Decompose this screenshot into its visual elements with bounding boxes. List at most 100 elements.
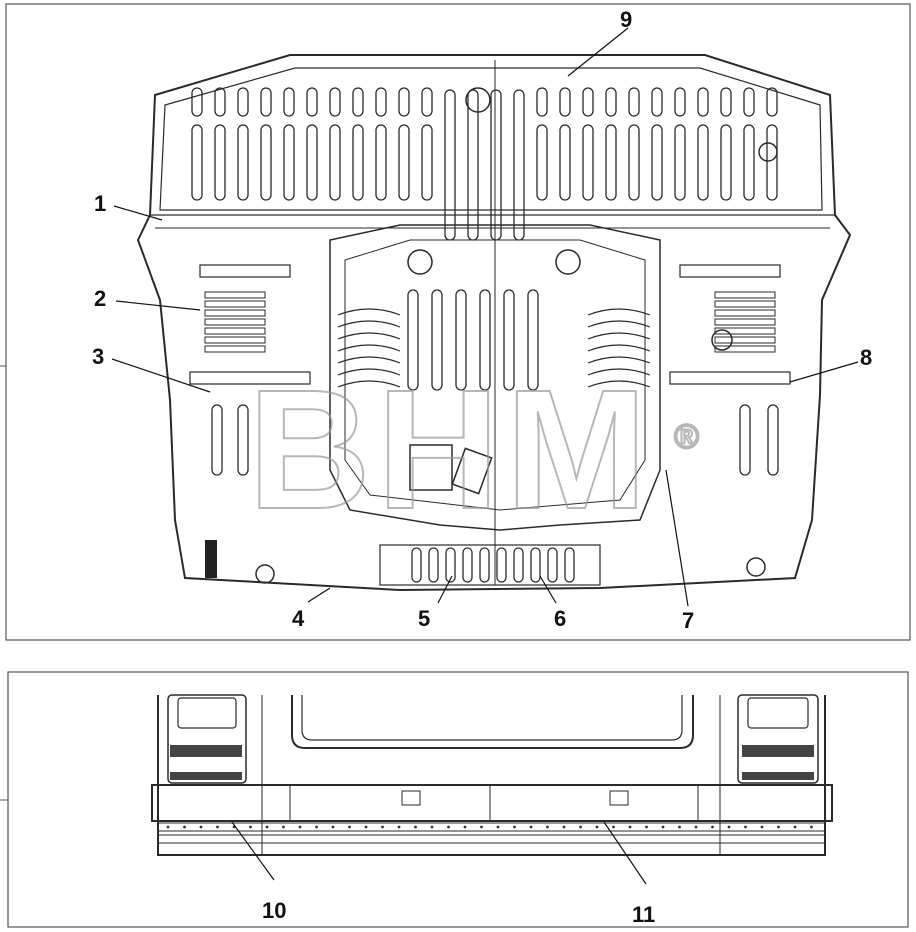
floor-rib bbox=[530, 547, 541, 583]
weld-point bbox=[496, 825, 500, 829]
weld-point bbox=[546, 825, 549, 829]
front-panel bbox=[379, 544, 601, 586]
floor-rib bbox=[697, 124, 709, 201]
floor-inner-outline bbox=[159, 67, 823, 211]
floor-rib bbox=[455, 289, 467, 391]
floor-rib bbox=[605, 87, 617, 117]
floor-rib bbox=[582, 87, 594, 117]
drain-hole bbox=[746, 557, 766, 577]
floor-outline bbox=[136, 54, 852, 592]
upper-panel-frame bbox=[5, 3, 911, 641]
side-rib bbox=[204, 291, 266, 299]
seat-rail bbox=[199, 264, 291, 278]
floor-rib bbox=[214, 124, 226, 201]
callout-9: 9 bbox=[620, 7, 632, 32]
drain-hole bbox=[555, 249, 581, 275]
weld-point bbox=[348, 825, 351, 829]
side-rib bbox=[204, 327, 266, 335]
crossmember-tab bbox=[609, 790, 629, 806]
arch-rib bbox=[587, 368, 651, 376]
floor-rib bbox=[306, 87, 318, 117]
floor-rib bbox=[547, 547, 558, 583]
rear-floor-ribs bbox=[191, 87, 778, 241]
weld-point bbox=[199, 825, 203, 829]
floor-rib bbox=[211, 404, 223, 476]
floor-rib bbox=[445, 547, 456, 583]
callout-8: 8 bbox=[860, 345, 872, 370]
drain-hole bbox=[758, 142, 778, 162]
arch-rib bbox=[337, 380, 401, 388]
floor-rib bbox=[536, 124, 548, 201]
floor-rib bbox=[329, 124, 341, 201]
rear-sill bbox=[157, 822, 826, 832]
callout-11: 11 bbox=[632, 902, 655, 927]
floor-rib bbox=[513, 547, 524, 583]
floor-rib bbox=[352, 87, 364, 117]
weld-point bbox=[414, 825, 417, 829]
floor-rib bbox=[375, 124, 387, 201]
right-light-strip bbox=[742, 745, 814, 757]
seat-rail bbox=[679, 264, 781, 278]
weld-point bbox=[760, 825, 764, 829]
side-rib bbox=[714, 318, 776, 326]
right-pillar bbox=[737, 694, 819, 784]
floor-rib bbox=[766, 124, 778, 201]
callout-5: 5 bbox=[418, 606, 430, 631]
floor-rib bbox=[421, 87, 433, 117]
crossmember-tab bbox=[401, 790, 421, 806]
tunnel-inner bbox=[344, 239, 646, 511]
arch-rib bbox=[587, 308, 651, 316]
floor-rib bbox=[720, 87, 732, 117]
weld-point bbox=[364, 825, 368, 829]
arch-rib bbox=[337, 368, 401, 376]
upper-panel: BHM ® 9 1 2 3 4 5 6 7 8 bbox=[5, 3, 911, 641]
side-rib bbox=[714, 336, 776, 344]
weld-point bbox=[397, 825, 401, 829]
side-rib bbox=[204, 345, 266, 353]
drain-hole bbox=[711, 329, 733, 351]
drain-hole bbox=[255, 564, 275, 584]
arch-rib bbox=[587, 344, 651, 352]
side-bracket bbox=[205, 540, 217, 578]
leader-lines-lower bbox=[231, 821, 647, 885]
side-rib bbox=[714, 309, 776, 317]
seat-rail bbox=[189, 371, 311, 385]
weld-point bbox=[744, 825, 747, 829]
rear-body-outline bbox=[157, 695, 826, 856]
weld-point bbox=[430, 825, 434, 829]
floor-rib bbox=[743, 124, 755, 201]
side-rib bbox=[204, 309, 266, 317]
weld-point bbox=[645, 825, 648, 829]
floor-rib bbox=[720, 124, 732, 201]
weld-point bbox=[331, 825, 335, 829]
floor-rib bbox=[479, 289, 491, 391]
rear-sill-lower bbox=[157, 834, 826, 844]
left-pillar-window bbox=[177, 697, 237, 729]
callout-1: 1 bbox=[94, 191, 106, 216]
arch-rib bbox=[337, 308, 401, 316]
side-rib bbox=[204, 318, 266, 326]
weld-point bbox=[183, 825, 186, 829]
floor-rib bbox=[503, 289, 515, 391]
weld-point bbox=[810, 825, 813, 829]
floor-rib bbox=[260, 87, 272, 117]
weld-point bbox=[579, 825, 582, 829]
floor-rib bbox=[431, 289, 443, 391]
floor-rib bbox=[479, 547, 490, 583]
floor-rib bbox=[559, 87, 571, 117]
callout-3: 3 bbox=[92, 344, 104, 369]
floor-rib bbox=[191, 87, 203, 117]
callout-10: 10 bbox=[262, 898, 286, 923]
callout-4: 4 bbox=[292, 606, 305, 631]
weld-point bbox=[727, 825, 731, 829]
weld-point bbox=[628, 825, 632, 829]
floor-rib bbox=[352, 124, 364, 201]
weld-point bbox=[694, 825, 698, 829]
floor-rib bbox=[191, 124, 203, 201]
floor-rib bbox=[428, 547, 439, 583]
lower-panel-frame bbox=[7, 671, 909, 928]
weld-point bbox=[612, 825, 615, 829]
mount-bracket bbox=[409, 444, 453, 491]
drain-hole bbox=[465, 87, 491, 113]
floor-rib bbox=[283, 87, 295, 117]
